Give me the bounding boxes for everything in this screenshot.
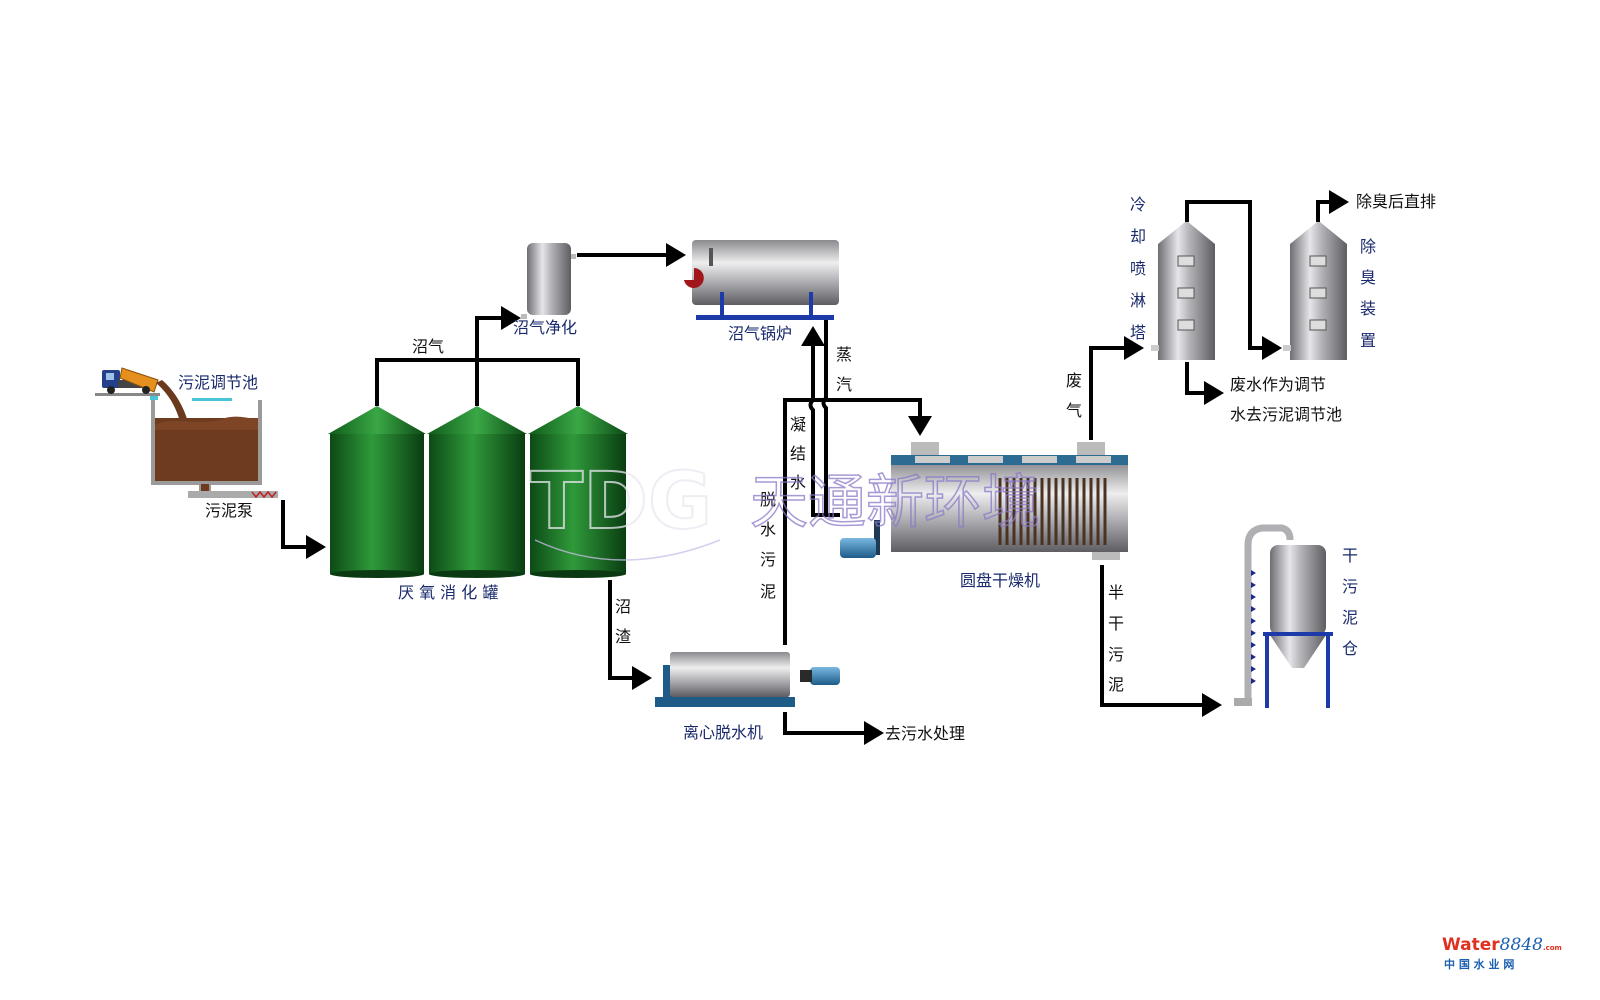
label-biogas-boiler: 沼气锅炉 <box>728 324 792 343</box>
centrifuge: 离心脱水机 <box>655 652 840 742</box>
screw-conveyor-icon <box>1251 570 1256 684</box>
label-semi-dry-4: 泥 <box>1108 675 1124 694</box>
logo-cn: 中 国 水 业 网 <box>1444 957 1514 971</box>
sludge-regulating-tank: 污泥调节池 污泥泵 <box>95 367 278 520</box>
label-biogas-purifier: 沼气净化 <box>513 318 577 337</box>
label-centrifuge: 离心脱水机 <box>683 723 763 742</box>
flow-deodorized-discharge <box>1316 190 1349 222</box>
digester-tank-2 <box>427 406 527 578</box>
flow-wastewater-return <box>1185 362 1224 405</box>
flow-semi-dry-sludge <box>1100 565 1222 717</box>
cooling-spray-tower: 冷 却 喷 淋 塔 <box>1130 195 1215 360</box>
biogas-boiler: 沼气锅炉 <box>684 240 839 343</box>
dump-truck-icon <box>102 367 159 394</box>
label-wastewater-1: 废水作为调节 <box>1230 375 1326 394</box>
label-dewatered-3: 污 <box>760 550 776 569</box>
flow-tower-to-deodorizer <box>1185 200 1282 360</box>
dryer-motor-icon <box>840 538 876 558</box>
digester-tank-3 <box>528 406 628 578</box>
label-digestate-2: 渣 <box>615 627 631 646</box>
label-cooling-1: 冷 <box>1130 195 1146 214</box>
label-steam-2: 汽 <box>836 375 852 394</box>
label-silo-2: 污 <box>1342 577 1358 596</box>
logo-brand: Water <box>1442 935 1500 955</box>
label-silo-4: 仓 <box>1342 639 1358 658</box>
label-condensate-3: 水 <box>790 473 806 492</box>
logo-suffix: .com <box>1543 944 1562 952</box>
label-deodorizer-3: 装 <box>1360 299 1376 318</box>
label-sludge-pump: 污泥泵 <box>205 501 253 520</box>
biogas-purifier: 沼气净化 <box>513 243 577 337</box>
label-cooling-4: 淋 <box>1130 291 1146 310</box>
label-to-wastewater: 去污水处理 <box>885 724 965 743</box>
label-digestate-1: 沼 <box>615 597 631 616</box>
label-dewatered-2: 水 <box>760 520 776 539</box>
label-cooling-3: 喷 <box>1130 259 1146 278</box>
flow-to-wastewater <box>783 712 884 745</box>
digester-tank-1 <box>328 406 426 578</box>
burner-icon <box>684 268 704 288</box>
label-semi-dry-2: 干 <box>1108 614 1124 633</box>
disc-array <box>998 478 1107 545</box>
watermark-latin: TDG <box>530 457 712 547</box>
label-steam-1: 蒸 <box>836 345 852 364</box>
source-logo: Water8848.com 中 国 水 业 网 <box>1442 935 1562 971</box>
anaerobic-digesters: 厌 氧 消 化 罐 <box>328 406 628 602</box>
label-deodorizer-2: 臭 <box>1360 268 1376 287</box>
label-cooling-2: 却 <box>1130 227 1146 246</box>
label-deodorizer-4: 置 <box>1360 331 1376 350</box>
label-exhaust-2: 气 <box>1066 401 1082 420</box>
label-condensate-1: 凝 <box>790 415 806 434</box>
label-deodorized-discharge: 除臭后直排 <box>1356 192 1436 211</box>
flow-exhaust-gas <box>1089 336 1144 440</box>
label-biogas: 沼气 <box>412 337 444 356</box>
dry-sludge-silo: 干 污 泥 仓 <box>1234 524 1358 708</box>
flow-biogas-header <box>375 358 580 406</box>
label-cooling-5: 塔 <box>1130 323 1146 342</box>
label-exhaust-1: 废 <box>1066 371 1082 390</box>
disc-dryer: 圆盘干燥机 <box>840 442 1128 590</box>
label-dewatered-4: 泥 <box>760 582 776 601</box>
deodorization-unit: 除 臭 装 置 <box>1283 222 1376 360</box>
label-semi-dry-1: 半 <box>1108 583 1124 602</box>
flow-pump-to-digester <box>281 500 326 559</box>
logo-number: 8848 <box>1500 935 1543 955</box>
label-dewatered-1: 脱 <box>760 490 776 509</box>
flow-biogas-to-purifier <box>475 306 521 360</box>
watermark: TDG 天通新环境 <box>529 456 1041 561</box>
flow-digestate <box>608 580 652 690</box>
label-sludge-tank: 污泥调节池 <box>178 373 258 392</box>
watermark-cjk: 天通新环境 <box>750 468 1040 536</box>
label-digester: 厌 氧 消 化 罐 <box>398 583 498 602</box>
screw-pump-icon <box>251 490 277 499</box>
flow-steam-to-dryer <box>783 398 932 645</box>
label-deodorizer-1: 除 <box>1360 237 1376 256</box>
label-semi-dry-3: 污 <box>1108 645 1124 664</box>
label-disc-dryer: 圆盘干燥机 <box>960 571 1040 590</box>
label-silo-1: 干 <box>1342 546 1358 565</box>
label-wastewater-2: 水去污泥调节池 <box>1230 405 1342 424</box>
svg-text:Water8848.com: Water8848.com <box>1442 935 1562 955</box>
label-condensate-2: 结 <box>790 444 806 463</box>
label-silo-3: 泥 <box>1342 608 1358 627</box>
motor-icon <box>810 667 840 685</box>
